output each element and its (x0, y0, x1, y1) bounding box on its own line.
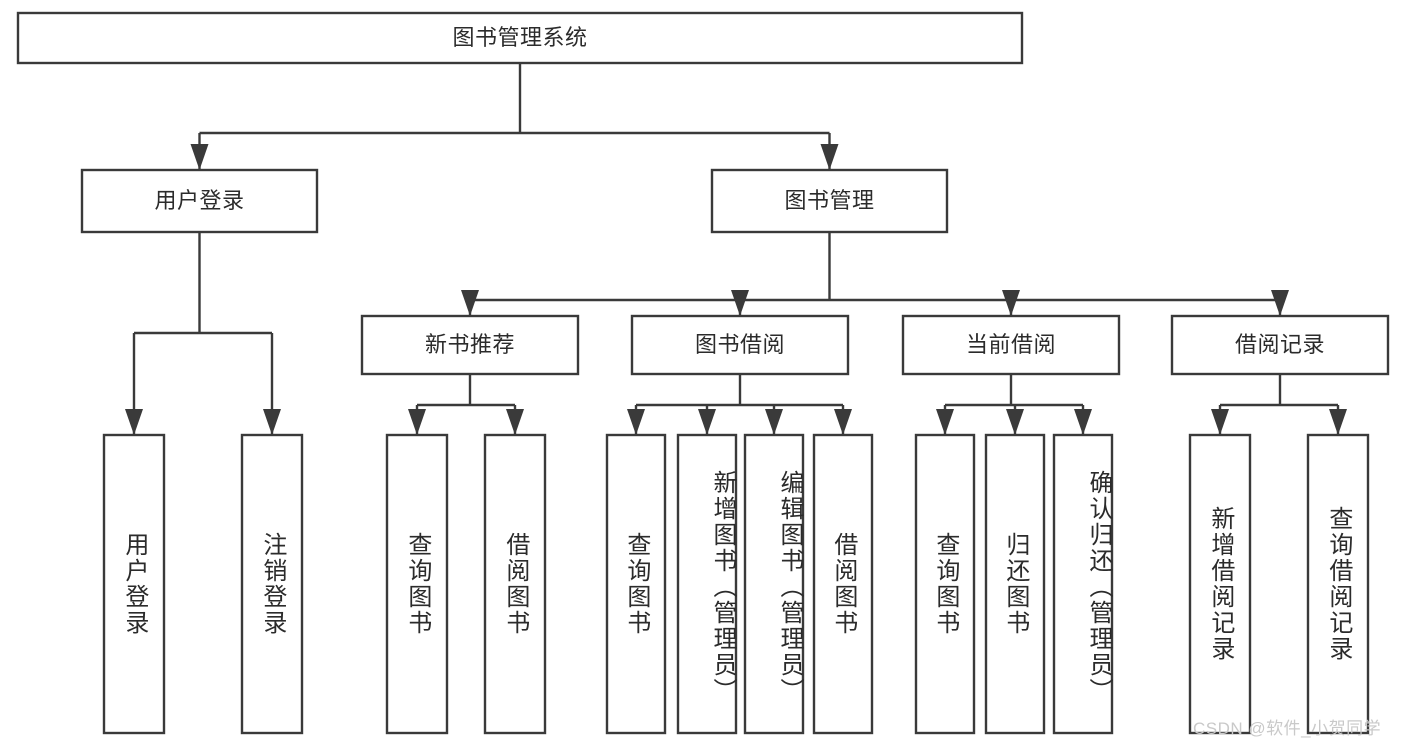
node-boxes-layer (16, 11, 1390, 735)
arrow-head-icon-current-borrow (1002, 290, 1020, 316)
arrow-head-icon-new-book-rec (461, 290, 479, 316)
arrow-head-icon-leaf-query-book-3 (936, 409, 954, 435)
node-box-leaf-add-record[interactable] (1188, 433, 1252, 735)
arrow-head-icon-book-manage (820, 144, 839, 170)
arrow-head-icon-leaf-query-book-1 (408, 409, 426, 435)
node-box-leaf-query-book-1[interactable] (385, 433, 449, 735)
arrow-head-icon-leaf-add-record (1211, 409, 1229, 435)
node-box-leaf-return-book[interactable] (984, 433, 1046, 735)
node-box-new-book-rec[interactable] (360, 314, 580, 376)
node-box-leaf-borrow-book-2[interactable] (812, 433, 874, 735)
arrow-head-icon-leaf-user-login (125, 409, 143, 435)
node-box-leaf-add-book[interactable] (676, 433, 738, 735)
csdn-watermark: CSDN @软件_小贺同学 (1193, 719, 1382, 738)
arrow-head-icon-leaf-return-book (1006, 409, 1024, 435)
node-box-leaf-query-book-3[interactable] (914, 433, 976, 735)
arrow-head-icon-user-login (190, 144, 209, 170)
arrow-head-icon-borrow-record (1271, 290, 1289, 316)
arrow-head-icon-leaf-query-record (1329, 409, 1347, 435)
node-box-borrow-record[interactable] (1170, 314, 1390, 376)
arrow-head-icon-leaf-query-book-2 (627, 409, 645, 435)
arrow-head-icon-leaf-add-book (698, 409, 716, 435)
connector-links-layer (125, 63, 1347, 435)
node-box-user-login[interactable] (80, 168, 319, 234)
node-box-leaf-edit-book[interactable] (743, 433, 805, 735)
node-box-book-borrow[interactable] (630, 314, 850, 376)
arrow-head-icon-leaf-borrow-book-1 (506, 409, 524, 435)
node-box-leaf-confirm-return[interactable] (1052, 433, 1114, 735)
node-box-book-manage[interactable] (710, 168, 949, 234)
arrow-head-icon-leaf-edit-book (765, 409, 783, 435)
node-box-root[interactable] (16, 11, 1024, 65)
arrow-head-icon-leaf-borrow-book-2 (834, 409, 852, 435)
node-box-leaf-query-record[interactable] (1306, 433, 1370, 735)
node-box-current-borrow[interactable] (901, 314, 1121, 376)
node-box-leaf-user-login[interactable] (102, 433, 166, 735)
arrow-head-icon-leaf-confirm-return (1074, 409, 1092, 435)
arrow-head-icon-leaf-logout (263, 409, 281, 435)
node-box-leaf-borrow-book-1[interactable] (483, 433, 547, 735)
node-box-leaf-logout[interactable] (240, 433, 304, 735)
node-box-leaf-query-book-2[interactable] (605, 433, 667, 735)
arrow-head-icon-book-borrow (731, 290, 749, 316)
